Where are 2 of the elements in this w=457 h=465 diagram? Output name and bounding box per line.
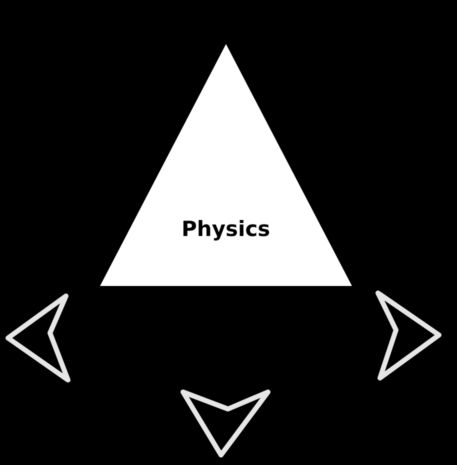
triangle-shape [100,44,352,286]
node-label: Physics [182,217,270,241]
